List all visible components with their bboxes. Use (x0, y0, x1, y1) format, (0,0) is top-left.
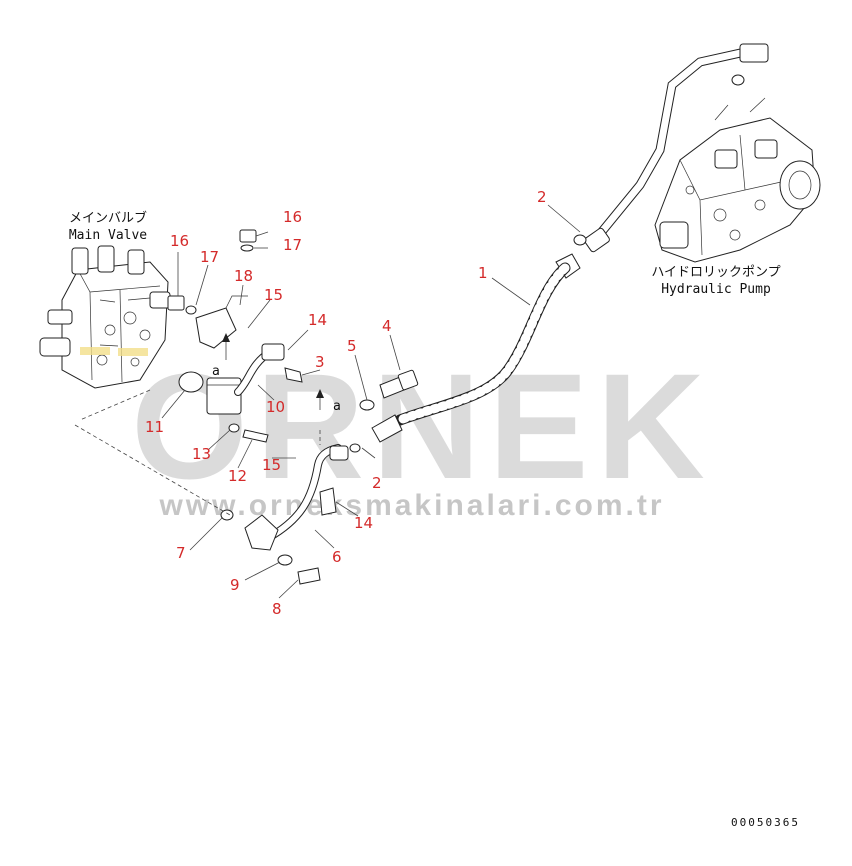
drawing-number: 00050365 (731, 816, 800, 829)
oring-hose-end (349, 443, 361, 453)
pump-label-en: Hydraulic Pump (661, 282, 771, 297)
callouts: 1 2 2 3 4 5 6 7 8 9 10 11 12 13 14 14 15… (145, 188, 547, 618)
port-highlight-2 (118, 348, 148, 356)
flow-mark-a-1: a (212, 364, 220, 379)
callout-16-left: 16 (170, 232, 189, 250)
watermark-url: www.orneksmakinalari.com.tr (158, 489, 664, 522)
pump-label-jp: ハイドロリックポンプ (651, 265, 780, 280)
flow-arrows (74, 333, 324, 516)
callout-5: 5 (347, 337, 357, 355)
callout-7: 7 (176, 544, 186, 562)
callout-18: 18 (234, 267, 253, 285)
leader-lines (161, 204, 581, 599)
flow-mark-a-2: a (333, 399, 341, 414)
hose-assembly (349, 43, 769, 453)
callout-10: 10 (266, 398, 285, 416)
callout-8: 8 (272, 600, 282, 618)
callout-15-bottom: 15 (262, 456, 281, 474)
oring-pump (573, 234, 587, 246)
callout-2-bottom: 2 (372, 474, 382, 492)
callout-15-top: 15 (264, 286, 283, 304)
callout-14-bottom: 14 (354, 514, 373, 532)
callout-3: 3 (315, 353, 325, 371)
main-valve-drawing (39, 245, 171, 389)
main-valve-label-en: Main Valve (69, 228, 147, 243)
callout-4: 4 (382, 317, 392, 335)
oring-7 (220, 509, 234, 521)
bolt-4-washer-5 (359, 369, 419, 411)
callout-2-top: 2 (537, 188, 547, 206)
callout-11: 11 (145, 418, 164, 436)
callout-13: 13 (192, 445, 211, 463)
watermark-brand: ORNEK (131, 342, 713, 510)
watermark: ORNEK www.orneksmakinalari.com.tr (131, 342, 713, 522)
callout-16-right: 16 (283, 208, 302, 226)
callout-9: 9 (230, 576, 240, 594)
callout-17-left: 17 (200, 248, 219, 266)
callout-1: 1 (478, 264, 488, 282)
callout-17-right: 17 (283, 236, 302, 254)
port-highlight-1 (80, 347, 110, 355)
main-valve-label-jp: メインバルブ (69, 210, 147, 226)
callout-12: 12 (228, 467, 247, 485)
hydraulic-pump-drawing (654, 97, 821, 263)
callout-14-top: 14 (308, 311, 327, 329)
callout-6: 6 (332, 548, 342, 566)
